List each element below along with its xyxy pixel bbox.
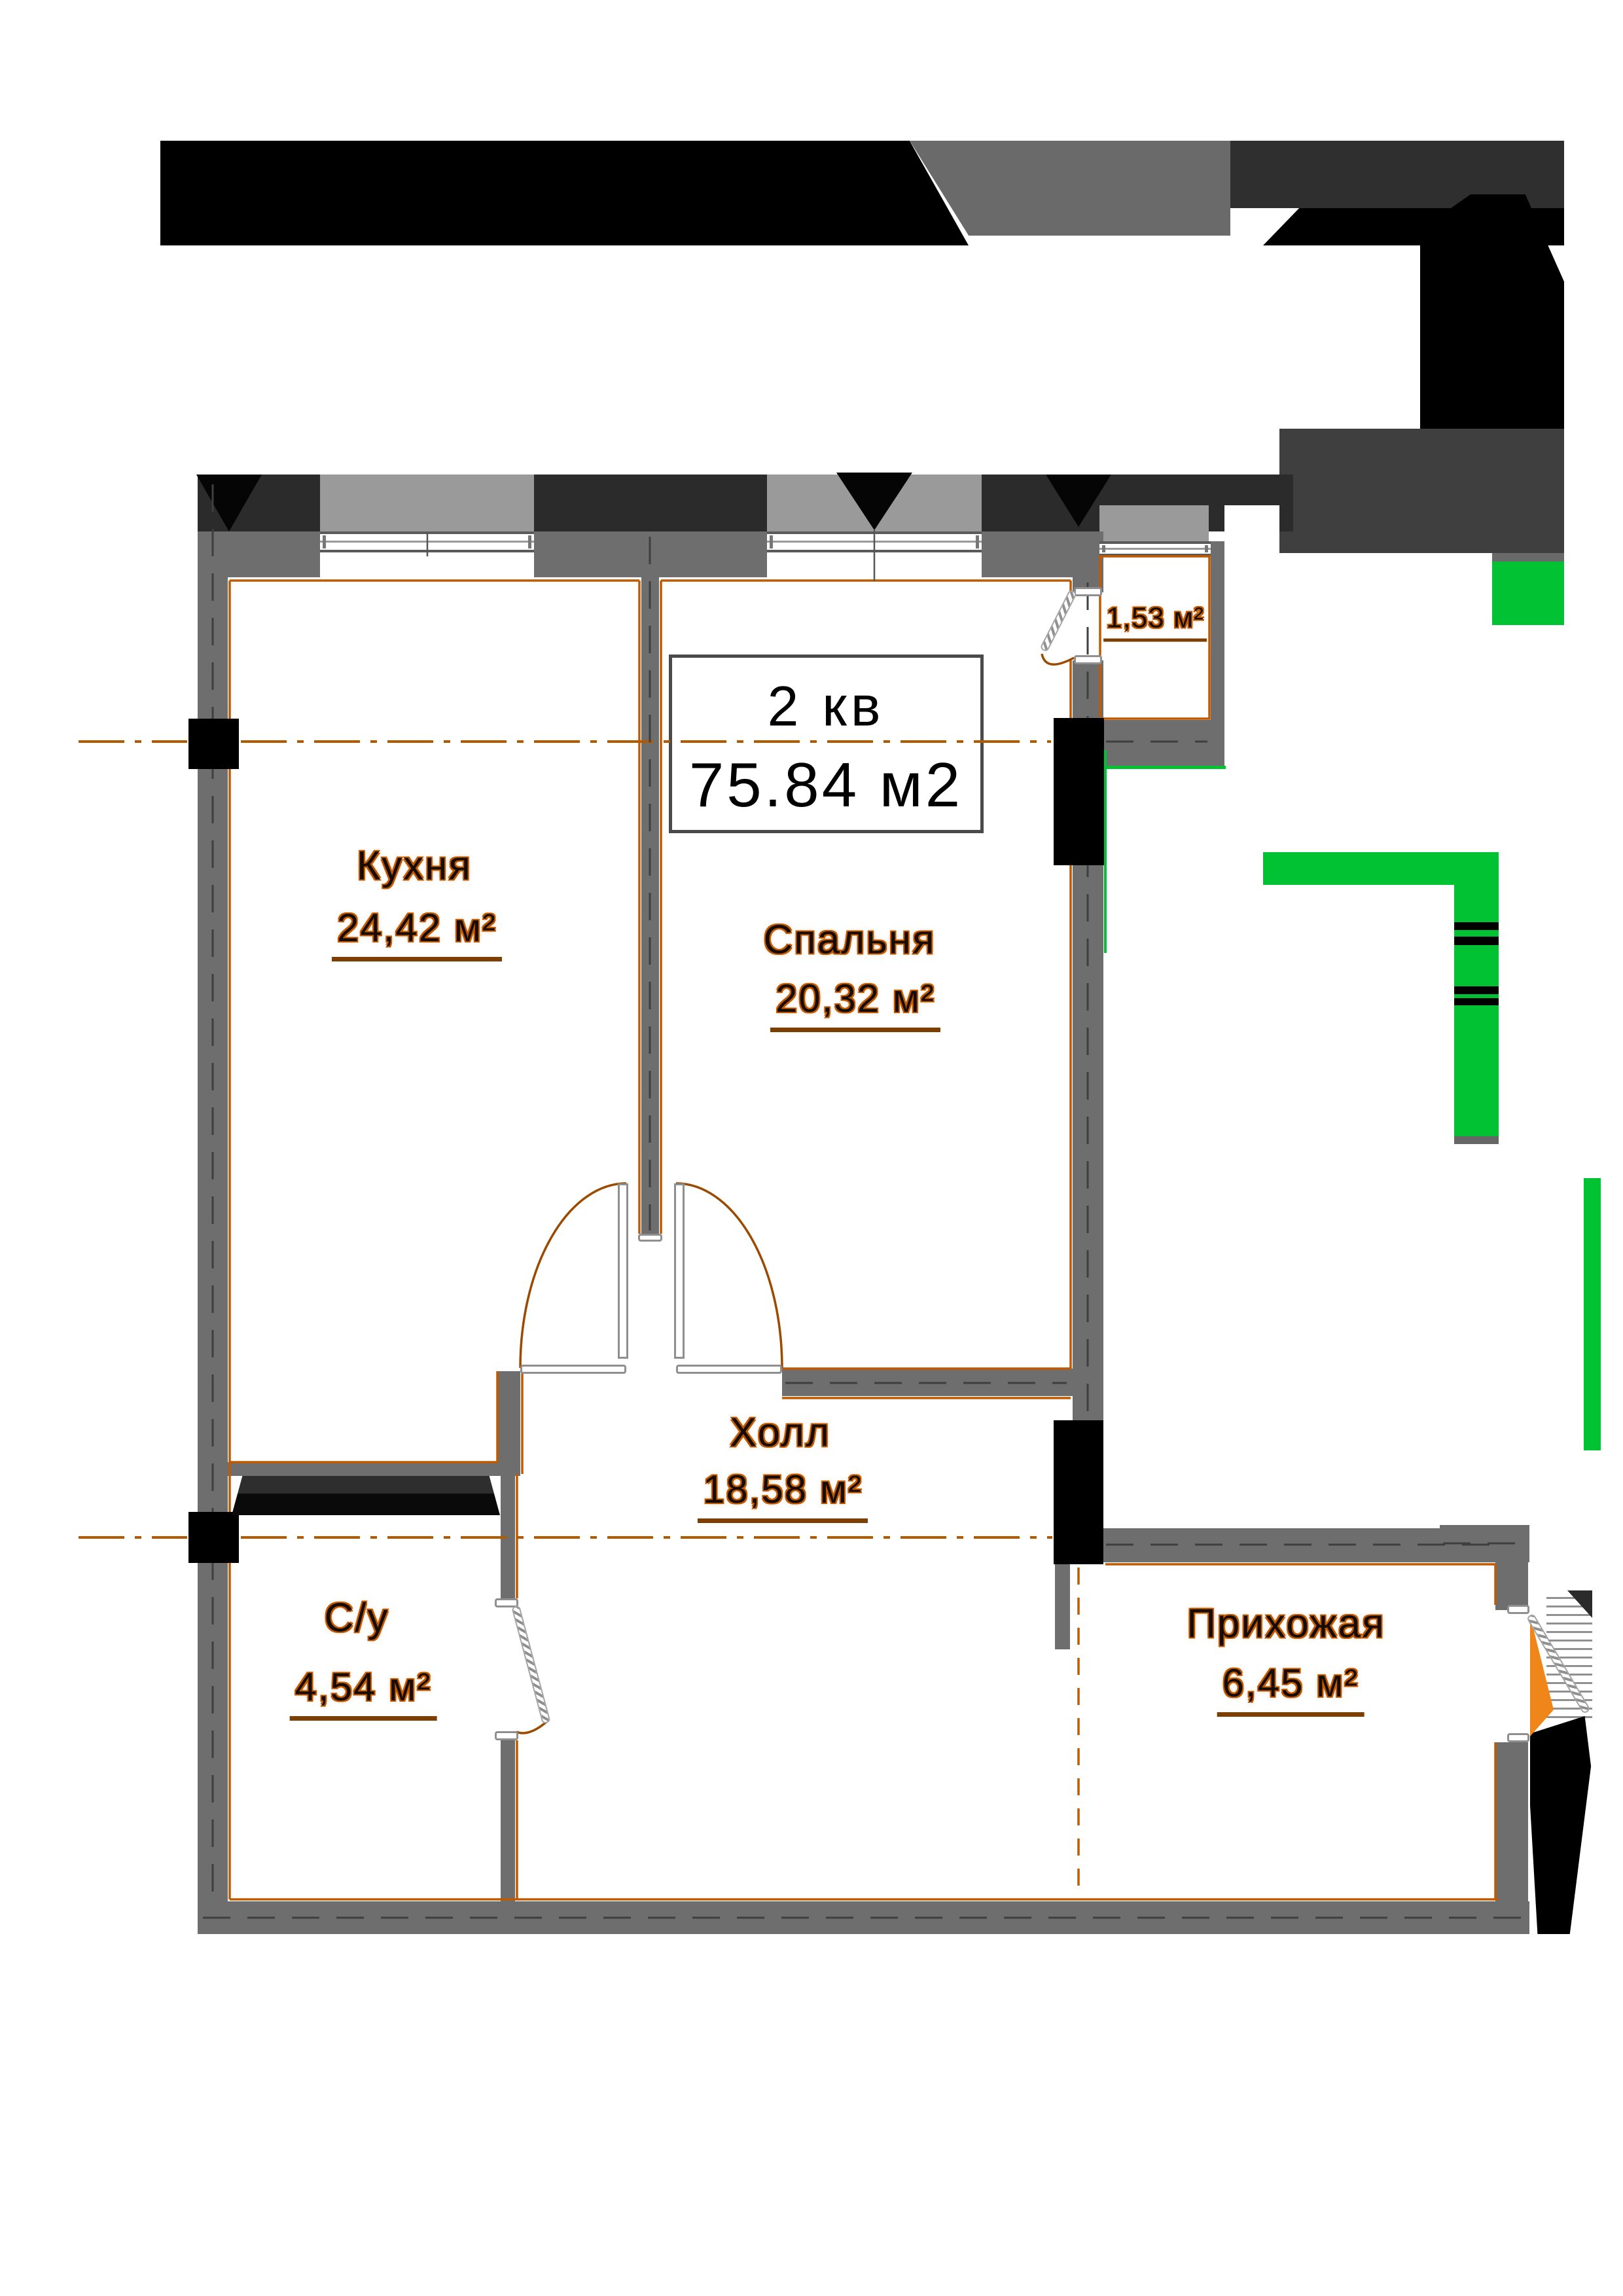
column-right-upper	[1054, 718, 1104, 865]
label-kitchen-name: Кухня	[357, 843, 472, 889]
kitchen-window-sill	[320, 552, 534, 577]
wall-bottom	[198, 1901, 1529, 1934]
balcony-wall-right	[1211, 541, 1224, 720]
wall-kitchen-bottom	[228, 1462, 515, 1476]
green-line-right-wall	[1104, 750, 1107, 953]
wall-entry-corner	[1440, 1525, 1529, 1562]
green-column-stripe	[1454, 986, 1499, 994]
wall-entry-right	[1495, 1562, 1528, 1610]
column-right-lower	[1054, 1420, 1103, 1564]
column-marker-triangle	[836, 473, 912, 530]
balcony-window-recess	[1099, 505, 1209, 541]
wall-right	[1073, 660, 1103, 718]
green-line-balcony	[1098, 766, 1226, 769]
entrance-door-jamb	[1507, 1733, 1529, 1742]
entrance-door-jamb	[1507, 1605, 1529, 1614]
balcony-door-jamb	[1074, 587, 1102, 596]
wall-entry-right	[1495, 1742, 1528, 1901]
green-column-base	[1454, 1136, 1499, 1144]
bathroom-door-jamb	[495, 1731, 518, 1740]
wall-bedroom-hall	[782, 1369, 1073, 1396]
door-threshold	[676, 1365, 782, 1374]
balcony-window	[1099, 541, 1211, 556]
column-marker-triangle	[196, 475, 262, 531]
wall-bathroom-right	[501, 1476, 515, 1598]
outside-notch	[1224, 505, 1279, 766]
column-left-mid	[188, 719, 239, 769]
label-kitchen-area: 24,42 м²	[331, 905, 503, 961]
green-thin-bar	[1584, 1178, 1601, 1450]
header-black-blob	[1420, 194, 1564, 430]
balcony-wall-bottom	[1100, 720, 1224, 766]
title-apartment: 2 кв	[767, 675, 885, 738]
door-jamb	[638, 1234, 662, 1242]
title-total-area: 75.84 м2	[688, 750, 963, 820]
wall-right	[1073, 865, 1103, 1420]
label-bedroom-name: Спальня	[763, 917, 936, 963]
wall-kitchen-bedroom	[641, 531, 659, 1234]
kitchen-door-leaf	[618, 1183, 628, 1359]
bedroom-window-sill	[767, 552, 982, 577]
label-bedroom-area: 20,32 м²	[770, 976, 941, 1032]
wall-right-stub	[1055, 1564, 1070, 1649]
bathroom-door-leaf	[511, 1605, 551, 1725]
green-column-stripe	[1454, 998, 1499, 1005]
beam-bathroom	[232, 1476, 500, 1515]
label-hall-area: 18,58 м²	[697, 1467, 868, 1523]
label-bathroom-name: С/у	[324, 1595, 389, 1641]
label-entry-name: Прихожая	[1186, 1601, 1385, 1647]
wall-bathroom-right	[501, 1740, 515, 1901]
label-bathroom-area: 4,54 м²	[289, 1664, 437, 1721]
column-marker-triangle	[1046, 475, 1111, 527]
balcony-door-jamb	[1074, 655, 1102, 664]
door-threshold	[520, 1365, 626, 1374]
green-column-stripe	[1454, 922, 1499, 930]
label-entry-area: 6,45 м²	[1217, 1660, 1364, 1717]
wall-entry-top	[1103, 1528, 1498, 1562]
entrance-black-shadow	[1530, 1716, 1592, 1934]
header-black-band	[160, 141, 969, 245]
bedroom-window	[767, 531, 982, 552]
green-column-stripe	[1454, 937, 1499, 945]
header-green-block	[1492, 562, 1564, 625]
label-balcony-area: 1,53 м²	[1103, 602, 1207, 642]
kitchen-window-recess	[320, 475, 534, 531]
bedroom-door-leaf	[674, 1183, 685, 1359]
balcony-door-leaf	[1039, 589, 1078, 653]
label-hall-name: Холл	[729, 1410, 831, 1456]
wall-kitchen-stub	[497, 1371, 520, 1476]
header-gray-strip	[1492, 553, 1564, 562]
header-gray-trapezoid	[910, 141, 1230, 236]
column-left-low	[188, 1512, 239, 1563]
header-dark-panel	[1279, 429, 1564, 553]
kitchen-window	[320, 531, 534, 552]
